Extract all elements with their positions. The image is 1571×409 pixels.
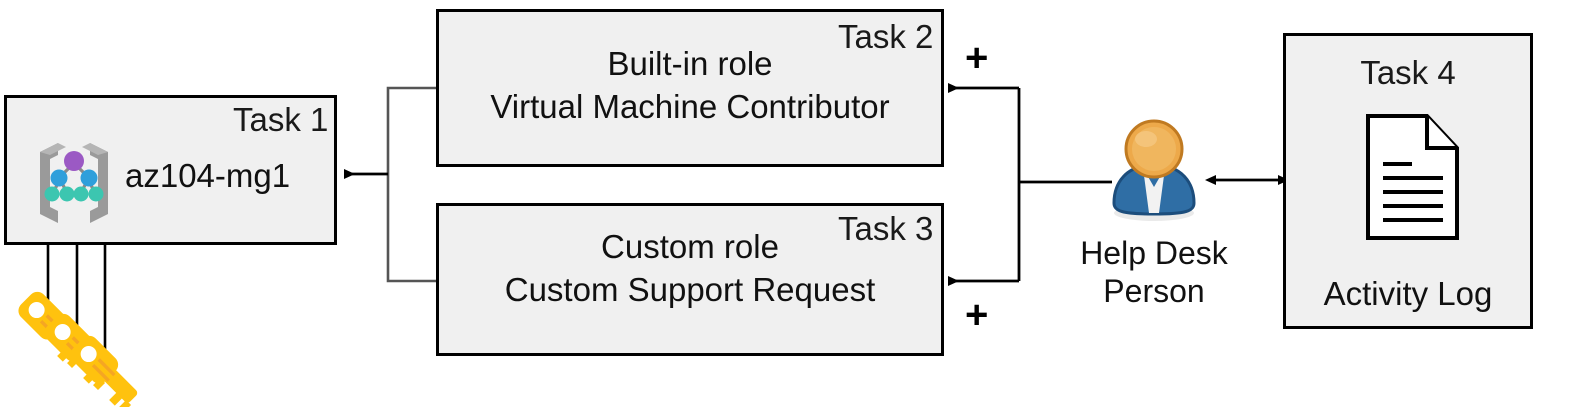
plus-bottom-icon: + (965, 293, 989, 337)
task4-tag: Task 4 (1360, 54, 1456, 91)
task2-line1: Built-in role (607, 45, 773, 82)
task1-label: az104-mg1 (125, 157, 291, 194)
keys-icon (14, 282, 144, 409)
connector-roles-to-management-group (344, 86, 436, 283)
task2-tag: Task 2 (838, 18, 934, 55)
person-label-line2: Person (1103, 273, 1205, 310)
task4-label: Activity Log (1323, 275, 1493, 312)
task3-line2: Custom Support Request (504, 271, 876, 308)
task3-line1: Custom role (601, 228, 779, 265)
person-label: Help Desk Person (1044, 234, 1264, 311)
task1-tag: Task 1 (233, 101, 329, 138)
task3-tag: Task 3 (838, 210, 934, 247)
management-group-icon (28, 133, 120, 223)
task2-line2: Virtual Machine Contributor (490, 88, 890, 125)
person-label-line1: Help Desk (1080, 235, 1228, 271)
task3-box[interactable] (436, 203, 944, 356)
user-person-icon (1104, 117, 1204, 222)
task2-box[interactable] (436, 9, 944, 167)
document-page-icon (1365, 113, 1460, 241)
plus-top-icon: + (965, 36, 989, 80)
